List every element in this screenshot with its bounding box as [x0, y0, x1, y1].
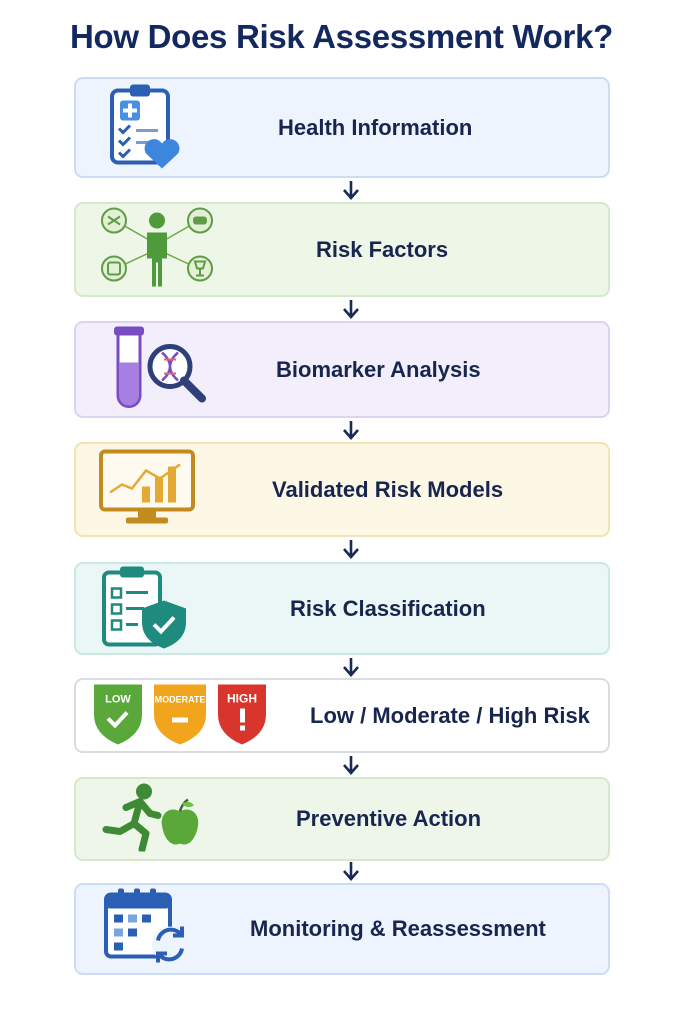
arrow-down-icon: [341, 860, 361, 882]
step-preventive-action: Preventive Action: [74, 777, 610, 861]
step-label: Validated Risk Models: [272, 476, 504, 502]
step-risk-factors: Risk Factors: [74, 202, 610, 297]
step-label: Health Information: [278, 114, 473, 140]
clipboard-shield-icon: [98, 564, 190, 653]
arrow-down-icon: [341, 419, 361, 441]
page-title: How Does Risk Assessment Work?: [69, 18, 613, 55]
badge-high: HIGH: [227, 691, 257, 705]
step-label: Low / Moderate / High Risk: [310, 702, 590, 728]
step-label: Monitoring & Reassessment: [250, 916, 546, 941]
step-validated-risk-models: Validated Risk Models: [74, 442, 610, 537]
person-lifestyle-icon: [98, 204, 216, 295]
step-health-information: Health Information: [74, 77, 610, 178]
arrow-down-icon: [341, 298, 361, 320]
step-label: Risk Classification: [290, 595, 486, 621]
arrow-down-icon: [341, 754, 361, 776]
arrow-down-icon: [341, 179, 361, 201]
clipboard-heart-icon: [98, 80, 188, 175]
monitor-chart-icon: [98, 448, 196, 531]
test-tube-dna-icon: [98, 322, 208, 417]
arrow-down-icon: [341, 656, 361, 678]
step-biomarker-analysis: Biomarker Analysis: [74, 321, 610, 418]
step-risk-levels: LOW MODERATE HIGH Low / Moderate / High …: [74, 678, 610, 753]
arrow-down-icon: [341, 538, 361, 560]
badge-low: LOW: [105, 693, 131, 705]
runner-apple-icon: [102, 782, 202, 857]
step-label: Preventive Action: [296, 806, 482, 831]
step-monitoring-reassessment: Monitoring & Reassessment: [74, 883, 610, 975]
badge-moderate: MODERATE: [155, 694, 206, 704]
risk-shields-icon: LOW MODERATE HIGH: [90, 680, 270, 751]
step-risk-classification: Risk Classification: [74, 562, 610, 655]
step-label: Biomarker Analysis: [276, 356, 481, 382]
calendar-refresh-icon: [102, 887, 192, 972]
step-label: Risk Factors: [316, 236, 449, 262]
